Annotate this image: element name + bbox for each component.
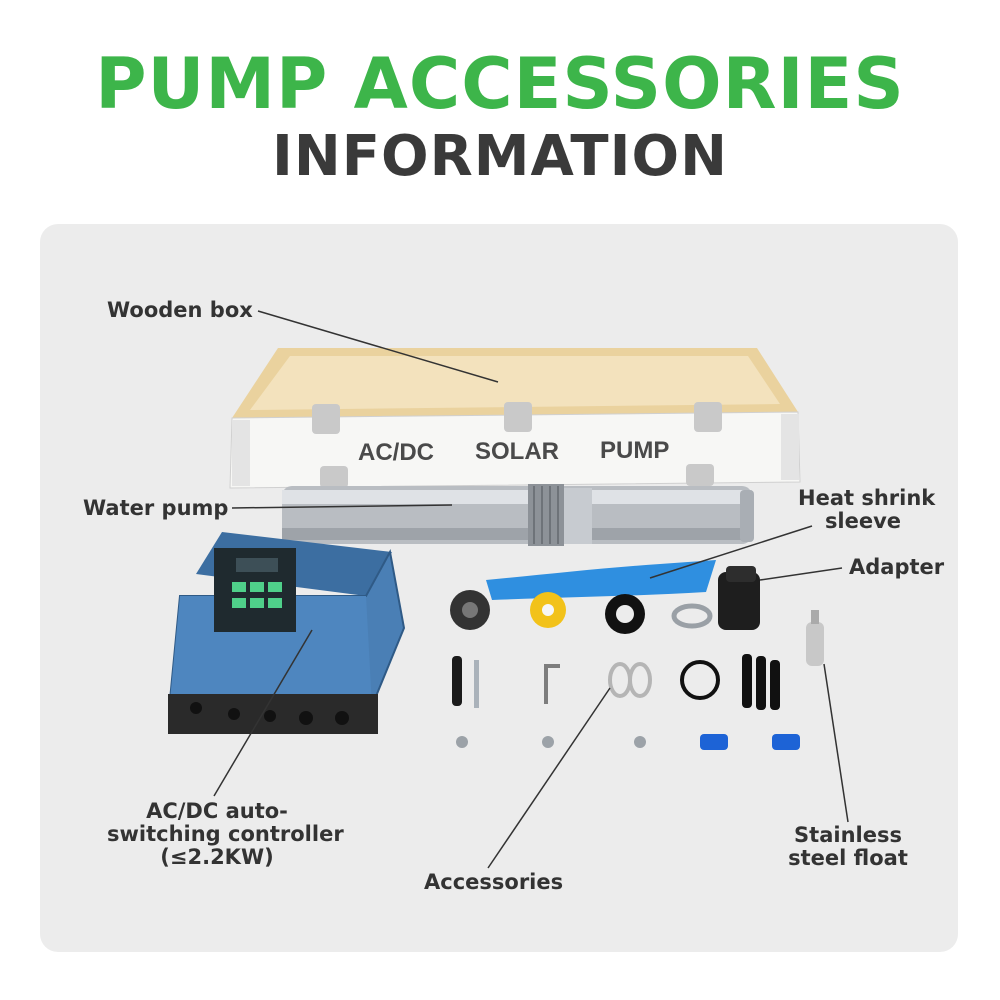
- box-clip-icon: [686, 464, 714, 486]
- water-pump: [282, 484, 754, 546]
- label-adapter: Adapter: [849, 555, 945, 579]
- page-subtitle: INFORMATION: [272, 124, 728, 189]
- box-clip-icon: [504, 402, 532, 432]
- label-heat-shrink-line2: sleeve: [824, 509, 902, 533]
- label-controller-line1: AC/DC auto-: [146, 799, 288, 823]
- label-heat-shrink-line1: Heat shrink: [798, 486, 936, 510]
- leader-lines: [213, 310, 849, 869]
- label-controller: AC/DC auto- switching controller (≤2.2KW…: [107, 799, 344, 869]
- label-stainless-steel-float: Stainless steel float: [783, 824, 913, 870]
- controller: [168, 532, 406, 734]
- box-print-pump: PUMP: [600, 437, 669, 464]
- label-controller-line3: (≤2.2KW): [160, 845, 274, 869]
- label-float-line2: steel float: [788, 846, 908, 870]
- wooden-box: AC/DC SOLAR PUMP: [229, 348, 801, 489]
- label-controller-line2: switching controller: [107, 822, 344, 846]
- stainless-steel-float: [806, 610, 824, 666]
- box-clip-icon: [320, 466, 348, 488]
- box-print-solar: SOLAR: [475, 438, 559, 465]
- box-clip-icon: [312, 404, 340, 434]
- tape-and-clamp-group: [450, 590, 713, 634]
- label-heat-shrink-sleeve: Heat shrink sleeve: [798, 486, 936, 533]
- page-title: PUMP ACCESSORIES: [95, 43, 905, 125]
- accessory-items: [452, 654, 800, 750]
- label-float-line1: Stainless: [794, 823, 902, 847]
- box-clip-icon: [694, 402, 722, 432]
- box-print-acdc: AC/DC: [358, 439, 434, 466]
- heat-shrink-sleeve: [486, 560, 716, 600]
- label-wooden-box: Wooden box: [107, 298, 253, 322]
- label-accessories: Accessories: [424, 870, 564, 894]
- adapter: [718, 566, 760, 630]
- label-water-pump: Water pump: [83, 496, 229, 520]
